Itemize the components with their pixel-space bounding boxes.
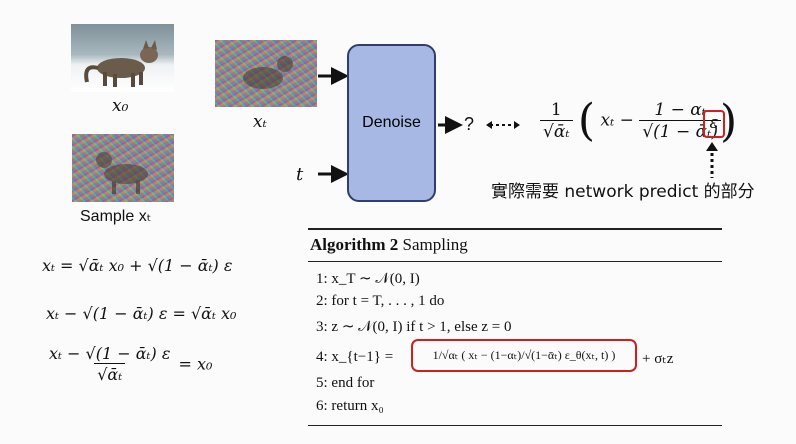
sample-xt-label: Sample xₜ [80,208,152,225]
dotted-up-arrow [706,142,718,178]
t-label: t [296,164,304,185]
epsilon: ε [709,113,719,133]
denoise-label: Denoise [362,114,421,131]
frac-denominator: √(1 − ᾱₜ) [639,119,721,142]
algo-line-5: 5: end for [316,375,375,391]
algo-line-2: 2: for t = T, . . . , 1 do [316,293,445,309]
network-predict-note: 實際需要 network predict 的部分 [491,182,755,202]
model-prediction-highlight-box: 1/√αₜ ( xₜ − (1−αₜ)/√(1−ᾱₜ) ε_θ(xₜ, t) ) [411,339,637,372]
algo-line-6: 6: return x₀ [316,398,384,414]
algo-line-3: 3: z ∼ 𝒩(0, I) if t > 1, else z = 0 [316,319,512,335]
equation-2: xₜ − √(1 − ᾱₜ) ε = √ᾱₜ x₀ [46,304,237,323]
algorithm-box: Algorithm 2 Sampling [308,228,722,262]
equation-1: xₜ = √ᾱₜ x₀ + √(1 − ᾱₜ) ε [42,256,233,275]
sqrt-alpha-den: √ᾱₜ [540,119,573,142]
mean-formula: 1 √ᾱₜ ( xₜ − 1 − αₜ √(1 − ᾱₜ) [540,95,721,155]
xt-noisy-image [215,40,317,107]
algo-line-4: 4: x_{t−1} = [316,349,394,365]
algorithm-title-bold: Algorithm 2 [310,235,399,254]
one-numerator: 1 [550,99,562,120]
question-mark: ? [464,114,475,134]
algo-line-4-tail: + σₜz [642,351,674,367]
clean-cat-image [71,24,174,92]
right-paren: ) [720,96,738,147]
eq3-numerator: xₜ − √(1 − ᾱₜ) ε [49,344,171,363]
eq3-rhs: = x₀ [178,354,213,374]
xt-label: xₜ [253,112,267,132]
epsilon-highlight-box: ε [703,110,725,138]
denoise-block: Denoise [347,44,436,202]
equation-3: xₜ − √(1 − ᾱₜ) ε √ᾱₜ = x₀ [46,344,212,384]
algo-line-1: 1: x_T ∼ 𝒩(0, I) [316,271,420,287]
algorithm-bottom-rule [308,425,722,426]
xt-minus: xₜ − [600,110,634,131]
cat-silhouette [84,40,158,87]
line4-boxed-expression: 1/√αₜ ( xₜ − (1−αₜ)/√(1−ᾱₜ) ε_θ(xₜ, t) ) [432,348,616,362]
output-arrows [438,116,520,134]
input-arrows [318,67,349,183]
frac-numerator: 1 − αₜ [654,99,706,120]
x0-label: x₀ [112,96,129,116]
algorithm-title: Algorithm 2 Sampling [308,230,722,255]
eq3-denominator: √ᾱₜ [94,363,126,384]
noisy-cat-image [72,134,174,202]
algorithm-title-rest: Sampling [398,235,468,254]
